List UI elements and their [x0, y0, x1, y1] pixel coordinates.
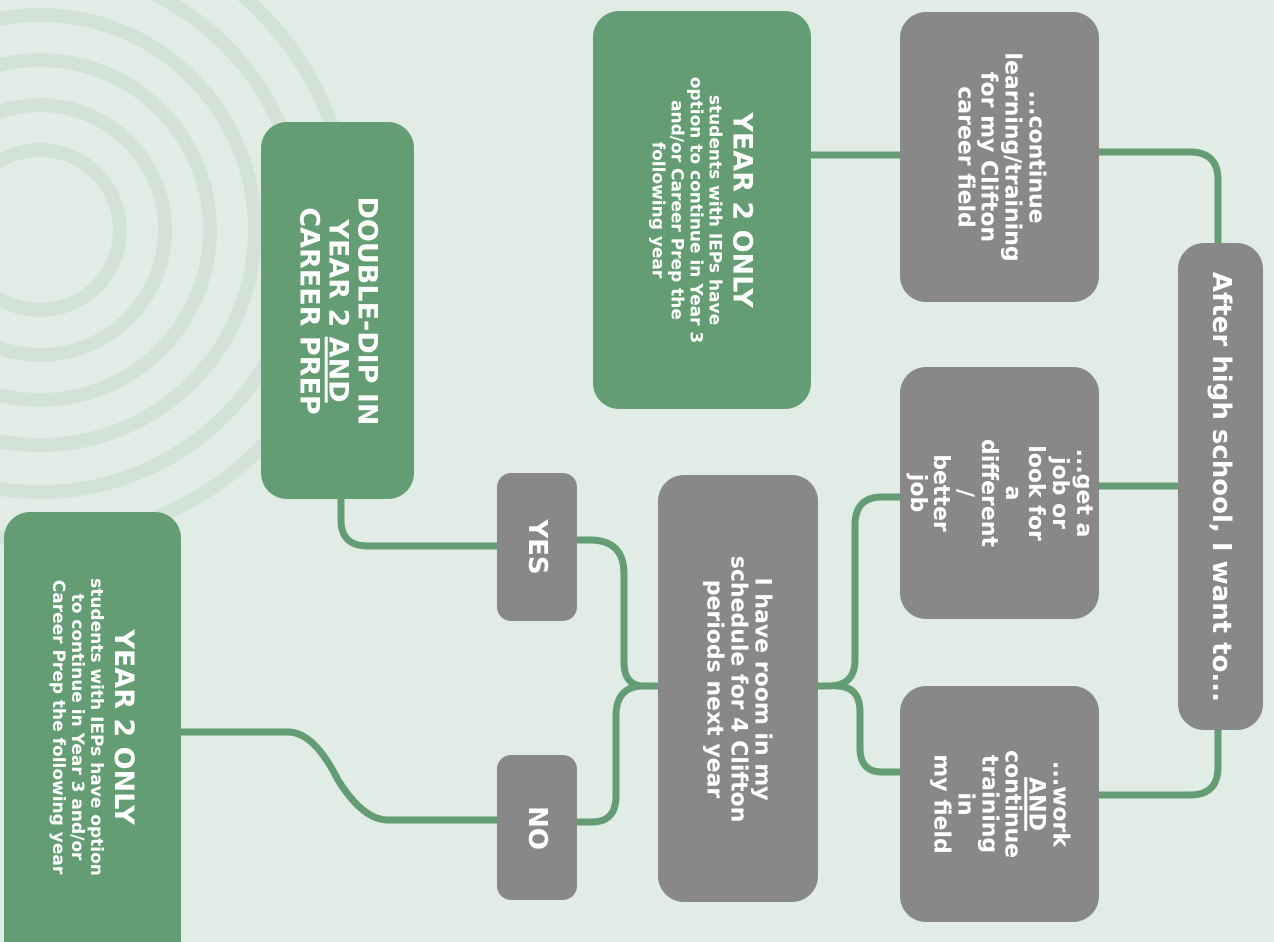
room-in-schedule-box: I have room in my schedule for 4 Clifton…	[658, 475, 818, 902]
no-box: NO	[497, 755, 577, 900]
double-dip-box: DOUBLE-DIP IN YEAR 2 AND CAREER PREP	[261, 122, 414, 499]
continue-learning-line-2: learning/training	[999, 52, 1025, 262]
no-label: NO	[522, 805, 553, 850]
after-high-school-box: After high school, I want to...	[1178, 243, 1263, 730]
work-line-1: continue	[999, 749, 1025, 859]
year2-top-line-3: and/or Career Prep the	[666, 100, 687, 320]
year2-bottom-heading: YEAR 2 ONLY	[107, 629, 139, 825]
year2-top-heading: YEAR 2 ONLY	[726, 112, 758, 308]
continue-learning-line-4: career field	[951, 86, 977, 228]
get-job-box: ...get a job or look for a different / b…	[900, 367, 1099, 619]
year2-bottom-line-1: students with IEPs have option	[85, 578, 106, 876]
get-job-line-1: ...get a job or	[1046, 448, 1096, 538]
year2-bottom-line-3: Career Prep the following year	[47, 579, 68, 875]
continue-learning-box: ...continue learning/training for my Cli…	[900, 12, 1099, 302]
double-dip-and: AND	[322, 336, 354, 403]
year2-top-line-4: following year	[647, 141, 668, 279]
year2-only-bottom-box: YEAR 2 ONLY students with IEPs have opti…	[4, 512, 181, 942]
work-and-underlined: AND	[1023, 777, 1048, 831]
get-job-line-3: different /	[951, 439, 1001, 547]
double-dip-line-1: DOUBLE-DIP IN	[351, 195, 383, 426]
yes-label: YES	[522, 519, 553, 575]
after-high-school-label: After high school, I want to...	[1205, 271, 1236, 702]
work-and-training-box: ...work AND continue training in my fiel…	[900, 686, 1099, 922]
year2-only-top-box: YEAR 2 ONLY students with IEPs have opti…	[593, 11, 811, 409]
work-line-3: my field	[928, 754, 953, 854]
get-job-line-2: look for a	[999, 445, 1048, 541]
room-line-3: periods next year	[702, 579, 728, 798]
double-dip-line-3: CAREER PREP	[292, 206, 324, 415]
room-line-1: I have room in my	[749, 576, 775, 801]
year2-bottom-line-2: to continue in Year 3 and/or	[66, 593, 87, 861]
get-job-line-4: better job	[904, 454, 953, 532]
work-lead: ...work	[1046, 761, 1072, 847]
work-line-2: training in	[951, 754, 1001, 854]
continue-learning-line-3: for my Clifton	[975, 71, 1001, 243]
year2-top-line-1: students with IEPs have	[704, 94, 725, 326]
year2-top-line-2: option to continue in Year 3	[685, 76, 706, 344]
continue-learning-line-1: ...continue	[1023, 90, 1048, 224]
yes-box: YES	[497, 473, 577, 621]
double-dip-line-2: YEAR 2	[322, 218, 354, 327]
room-line-2: schedule for 4 Clifton	[725, 555, 751, 822]
